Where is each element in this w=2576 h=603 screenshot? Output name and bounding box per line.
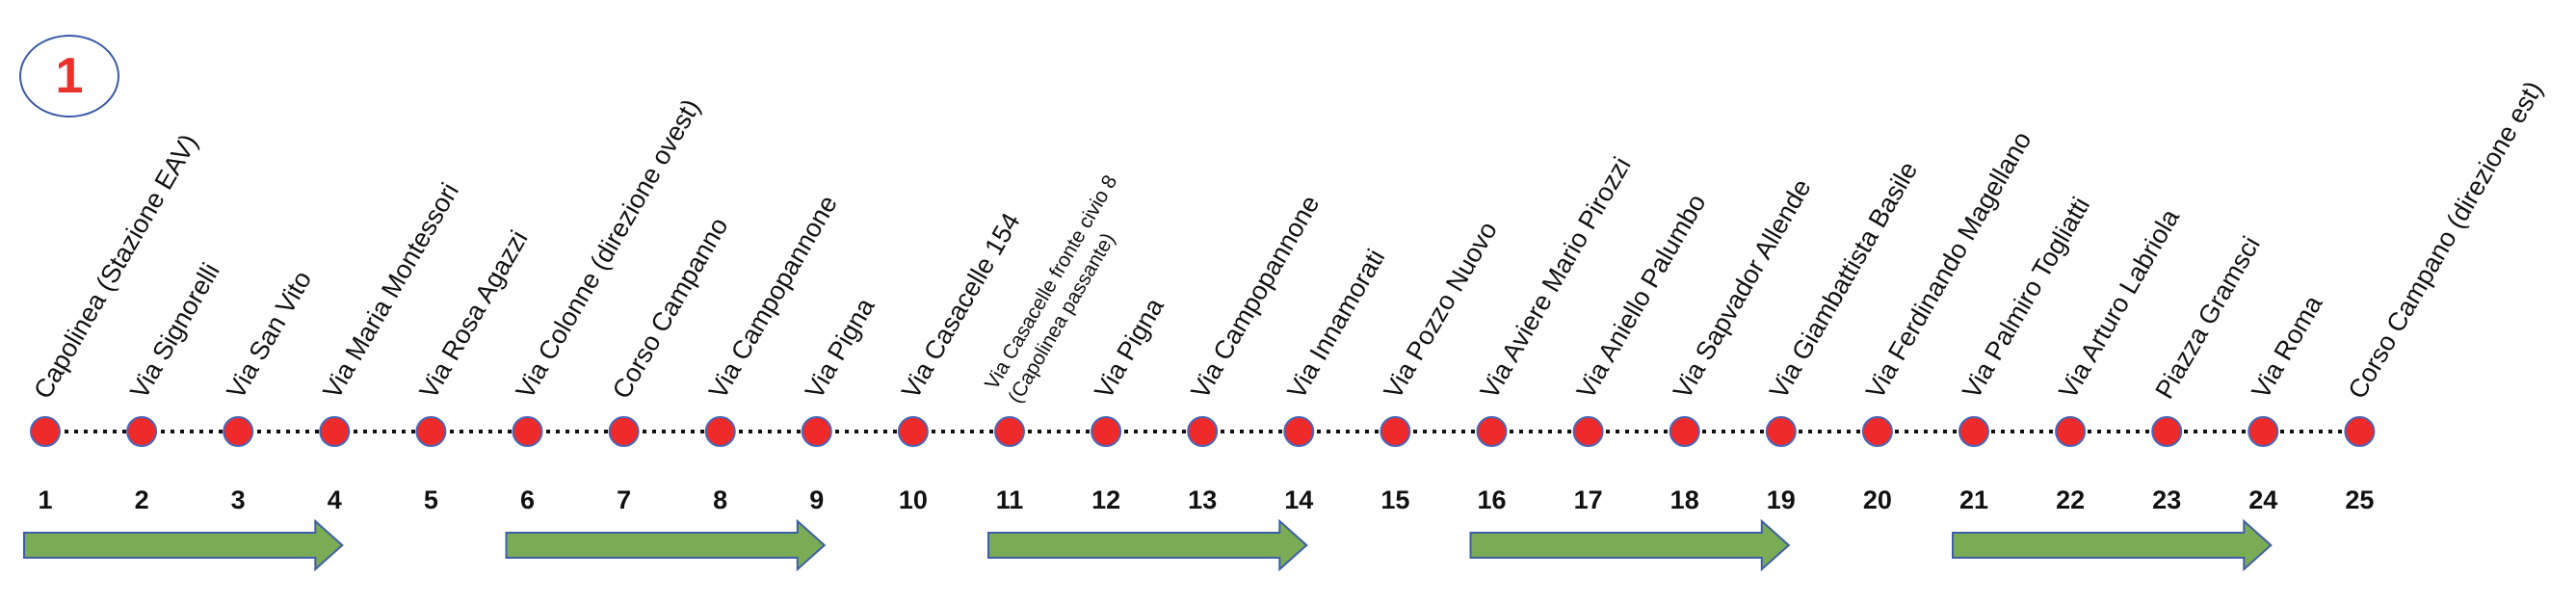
stop-label-12: Via Pigna — [1089, 292, 1170, 404]
stop-labels-layer: Capolinea (Stazione EAV)Via SignorelliVi… — [28, 76, 2548, 406]
stop-label-25: Corso Campano (direzione est) — [2343, 76, 2549, 404]
stop-number-3: 3 — [231, 485, 246, 514]
stop-label-9: Via Pigna — [800, 292, 881, 404]
stop-label-14: Via Innamorati — [1282, 245, 1391, 404]
stop-number-4: 4 — [328, 485, 342, 514]
stop-number-22: 22 — [2056, 485, 2085, 514]
direction-arrow-2 — [505, 518, 827, 572]
stop-label-line: Capolinea (Stazione EAV) — [28, 129, 203, 404]
stop-label-line: Via Pigna — [800, 292, 881, 404]
direction-arrow-4 — [1469, 518, 1791, 572]
stop-label-1: Capolinea (Stazione EAV) — [28, 129, 203, 404]
stop-marker-3 — [223, 416, 254, 447]
stop-number-5: 5 — [424, 485, 438, 514]
stop-number-2: 2 — [135, 485, 149, 514]
stop-marker-16 — [1476, 416, 1508, 447]
stop-marker-7 — [608, 416, 640, 447]
stop-marker-8 — [704, 416, 736, 447]
stop-label-line: Via San Vito — [221, 266, 317, 404]
stop-marker-18 — [1669, 416, 1700, 447]
stop-marker-10 — [897, 416, 929, 447]
stop-number-6: 6 — [520, 485, 535, 514]
stop-number-15: 15 — [1380, 485, 1409, 514]
stop-number-16: 16 — [1477, 485, 1506, 514]
stop-label-line: Via Innamorati — [1282, 245, 1391, 404]
stop-marker-12 — [1091, 416, 1122, 447]
stop-marker-24 — [2247, 416, 2279, 447]
stop-marker-23 — [2151, 416, 2183, 447]
stop-number-13: 13 — [1188, 485, 1217, 514]
direction-arrow-5 — [1952, 518, 2273, 572]
stop-marker-13 — [1187, 416, 1219, 447]
stop-label-24: Via Roma — [2247, 290, 2329, 404]
stop-number-23: 23 — [2152, 485, 2181, 514]
stop-number-21: 21 — [1959, 485, 1988, 514]
stop-label-2: Via Signorelli — [124, 258, 225, 404]
stop-marker-14 — [1283, 416, 1315, 447]
stop-label-line: Via Rosa Agazzi — [414, 225, 534, 404]
stop-label-23: Piazza Gramsci — [2149, 231, 2266, 404]
stop-number-8: 8 — [713, 485, 727, 514]
stop-marker-17 — [1572, 416, 1604, 447]
direction-arrows — [23, 518, 2273, 572]
stop-number-11: 11 — [996, 485, 1024, 514]
stop-marker-4 — [319, 416, 351, 447]
stop-number-9: 9 — [809, 485, 824, 514]
stop-marker-15 — [1380, 416, 1411, 447]
stop-number-7: 7 — [617, 485, 631, 514]
stop-label-line: Via Casacelle fronte civio 8 — [981, 171, 1121, 394]
direction-arrow-3 — [987, 518, 1308, 572]
stop-number-19: 19 — [1767, 485, 1796, 514]
route-number: 1 — [55, 48, 84, 104]
stop-number-18: 18 — [1670, 485, 1699, 514]
stop-number-20: 20 — [1863, 485, 1892, 514]
stop-label-line: Via Signorelli — [124, 258, 225, 404]
stop-number-10: 10 — [899, 485, 928, 514]
stop-label-5: Via Rosa Agazzi — [414, 225, 534, 404]
stop-number-24: 24 — [2248, 485, 2277, 514]
direction-arrow-1 — [23, 518, 344, 572]
stop-number-12: 12 — [1091, 485, 1120, 514]
stop-label-line: Piazza Gramsci — [2149, 231, 2266, 404]
stop-label-20: Via Ferdinando Magellano — [1860, 126, 2037, 404]
stop-label-line: Via Colonne (direzione ovest) — [511, 94, 706, 404]
stop-label-line: Corso Campano (direzione est) — [2343, 76, 2549, 404]
stop-marker-25 — [2344, 416, 2376, 447]
stop-label-6: Via Colonne (direzione ovest) — [511, 94, 706, 404]
stop-marker-21 — [1958, 416, 1989, 447]
stop-label-line: Via Pigna — [1089, 292, 1170, 404]
stop-marker-1 — [30, 416, 61, 447]
stop-label-line: Via Ferdinando Magellano — [1860, 126, 2037, 404]
route-number-badge: 1 — [19, 35, 119, 118]
stop-marker-19 — [1765, 416, 1797, 447]
stop-number-14: 14 — [1284, 485, 1313, 514]
stop-number-25: 25 — [2345, 485, 2374, 514]
stop-label-line: Via Roma — [2247, 290, 2329, 404]
stop-marker-5 — [415, 416, 447, 447]
stop-number-17: 17 — [1574, 485, 1603, 514]
stop-number-1: 1 — [38, 485, 52, 514]
stop-label-3: Via San Vito — [221, 266, 317, 404]
stop-marker-22 — [2055, 416, 2087, 447]
stops-layer — [30, 416, 2376, 447]
stop-marker-11 — [994, 416, 1025, 447]
stop-marker-20 — [1861, 416, 1893, 447]
stop-marker-9 — [801, 416, 832, 447]
stop-marker-6 — [512, 416, 543, 447]
stop-marker-2 — [126, 416, 158, 447]
